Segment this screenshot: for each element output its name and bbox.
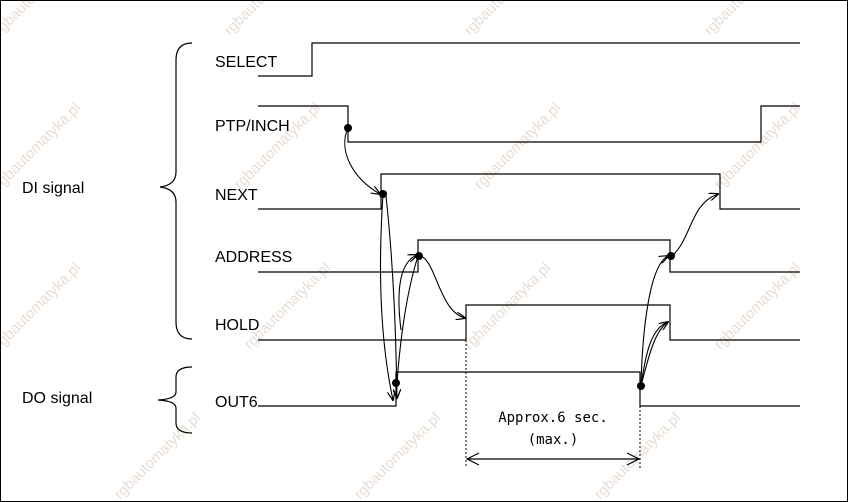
di-signal-label: DI signal [22, 180, 84, 197]
arrow-out6-to-address [640, 256, 668, 387]
junction-dot [415, 252, 423, 260]
signal-label-out6: OUT6 [215, 394, 258, 411]
watermark-text: rgbautomatyka.pl [461, 259, 554, 352]
arrow-to-address [398, 255, 417, 331]
watermark-text: rgbautomatyka.pl [711, 259, 804, 352]
signal-label-select: SELECT [215, 54, 277, 71]
waveform-select [258, 42, 800, 77]
junction-dot [379, 190, 387, 198]
timing-note-line2: (max.) [528, 432, 579, 448]
signal-label-address: ADDRESS [215, 249, 292, 266]
watermark-text: rgbautomatyka.pl [111, 409, 204, 502]
arrow-next-to-out6-b [385, 195, 397, 398]
arrow-address-to-hold [420, 255, 465, 318]
watermark-text: rgbautomatyka.pl [221, 0, 314, 39]
watermark-text: rgbautomatyka.pl [701, 0, 794, 39]
watermark-text: rgbautomatyka.pl [711, 99, 804, 192]
watermark-text: rgbautomatyka.pl [0, 259, 84, 352]
arrow-next-to-out6-a [379, 193, 393, 400]
arrow-ptp-to-next [344, 127, 380, 194]
junction-dot [392, 379, 400, 387]
waveform-ptp-inch [258, 105, 800, 143]
waveform-out6 [258, 371, 800, 407]
watermark-text: rgbautomatyka.pl [461, 0, 554, 39]
watermark: rgbautomatyka.pl rgbautomatyka.pl rgbaut… [0, 0, 804, 502]
watermark-text: rgbautomatyka.pl [351, 409, 444, 502]
watermark-text: rgbautomatyka.pl [471, 99, 564, 192]
di-signal-brace [159, 42, 193, 340]
arrow-address-to-next [671, 194, 718, 257]
signal-label-next: NEXT [215, 187, 258, 204]
junction-dot [637, 382, 645, 390]
watermark-text: rgbautomatyka.pl [231, 99, 324, 192]
waveform-hold [258, 304, 800, 341]
timing-note-line1: Approx.6 sec. [498, 410, 608, 426]
junction-dot [667, 252, 675, 260]
signal-label-hold: HOLD [215, 317, 259, 334]
arrow-out6-to-hold-a [640, 322, 668, 387]
do-signal-label: DO signal [22, 390, 92, 407]
watermark-text: rgbautomatyka.pl [0, 0, 84, 39]
signal-label-ptp-inch: PTP/INCH [215, 118, 290, 135]
watermark-text: rgbautomatyka.pl [0, 99, 84, 192]
waveform-next [258, 173, 800, 210]
waveform-address [258, 239, 800, 273]
junction-dot [344, 124, 352, 132]
watermark-text: rgbautomatyka.pl [241, 259, 334, 352]
do-signal-brace [157, 366, 193, 434]
arrow-out6-to-hold-b [640, 321, 669, 387]
arrow-address-to-out6 [395, 255, 419, 401]
